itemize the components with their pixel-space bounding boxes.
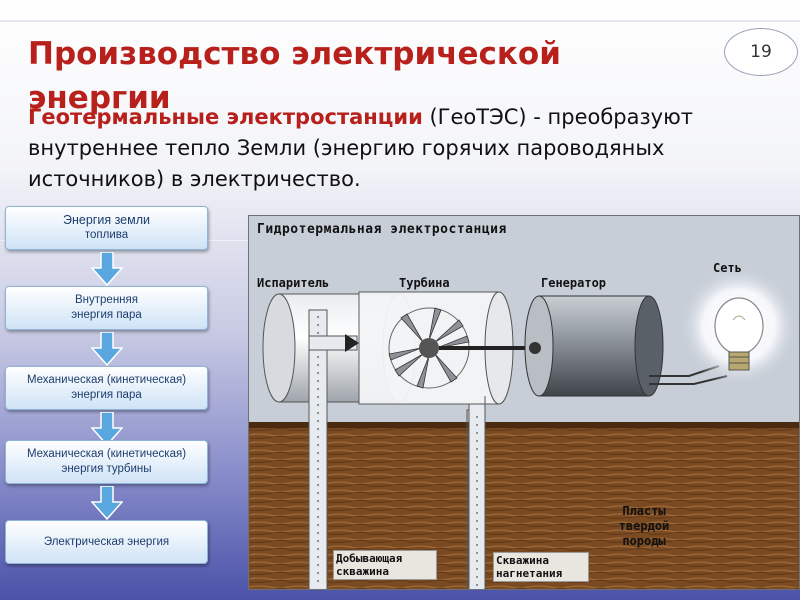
body-paragraph: Геотермальные электростанции (ГеоТЭС) - … (28, 102, 728, 195)
decorative-line (0, 20, 800, 22)
diagram-title: Гидротермальная электростанция (257, 222, 507, 237)
slide-title: Производство электрической энергии (28, 36, 561, 116)
flow-box-line: Электрическая энергия (43, 535, 170, 548)
flow-box-line: энергия турбины (61, 463, 152, 475)
down-arrow-icon (91, 412, 123, 446)
flow-box-line: Энергия земли (63, 213, 150, 227)
flow-box-line: энергия пара (71, 389, 142, 401)
geothermal-plant-diagram: Гидротермальная электростанция Испарител… (248, 215, 800, 590)
down-arrow-icon (91, 486, 123, 520)
flow-box-turbine-kinetic: Механическая (кинетическая) энергия турб… (5, 440, 208, 484)
injection-well (466, 396, 486, 589)
flow-box-electric-energy: Электрическая энергия (5, 520, 208, 564)
body-text: (ГеоТЭС) - преобразуют внутреннее тепло … (28, 105, 693, 191)
label-injection-well: Скважина нагнетания (493, 552, 589, 582)
down-arrow-icon (91, 252, 123, 286)
generator-unit (524, 295, 664, 397)
flow-box-internal-energy: Внутренняя энергия пара (5, 286, 208, 330)
flow-box-line: топлива (84, 229, 129, 241)
light-bulb-icon (679, 266, 799, 386)
label-grid: Сеть (713, 261, 742, 275)
down-arrow-icon (91, 332, 123, 366)
label-rock-strata: Пласты твердой породы (618, 504, 670, 548)
slide-number-badge: 19 (724, 28, 798, 76)
flow-box-line: Механическая (кинетическая) (26, 448, 187, 460)
label-generator: Генератор (541, 276, 607, 290)
label-evaporator: Испаритель (257, 276, 330, 290)
production-well (308, 309, 359, 589)
turbine-unit (358, 291, 539, 405)
highlight-term: Геотермальные электростанции (28, 105, 423, 129)
flow-box-earth-energy: Энергия земли топлива (5, 206, 208, 250)
flow-box-line: энергия пара (71, 309, 142, 321)
label-production-well: Добывающая скважина (333, 550, 437, 580)
label-turbine: Турбина (399, 276, 450, 290)
flow-box-steam-kinetic: Механическая (кинетическая) энергия пара (5, 366, 208, 410)
flow-box-line: Механическая (кинетическая) (26, 374, 187, 386)
flow-box-line: Внутренняя (75, 294, 138, 306)
